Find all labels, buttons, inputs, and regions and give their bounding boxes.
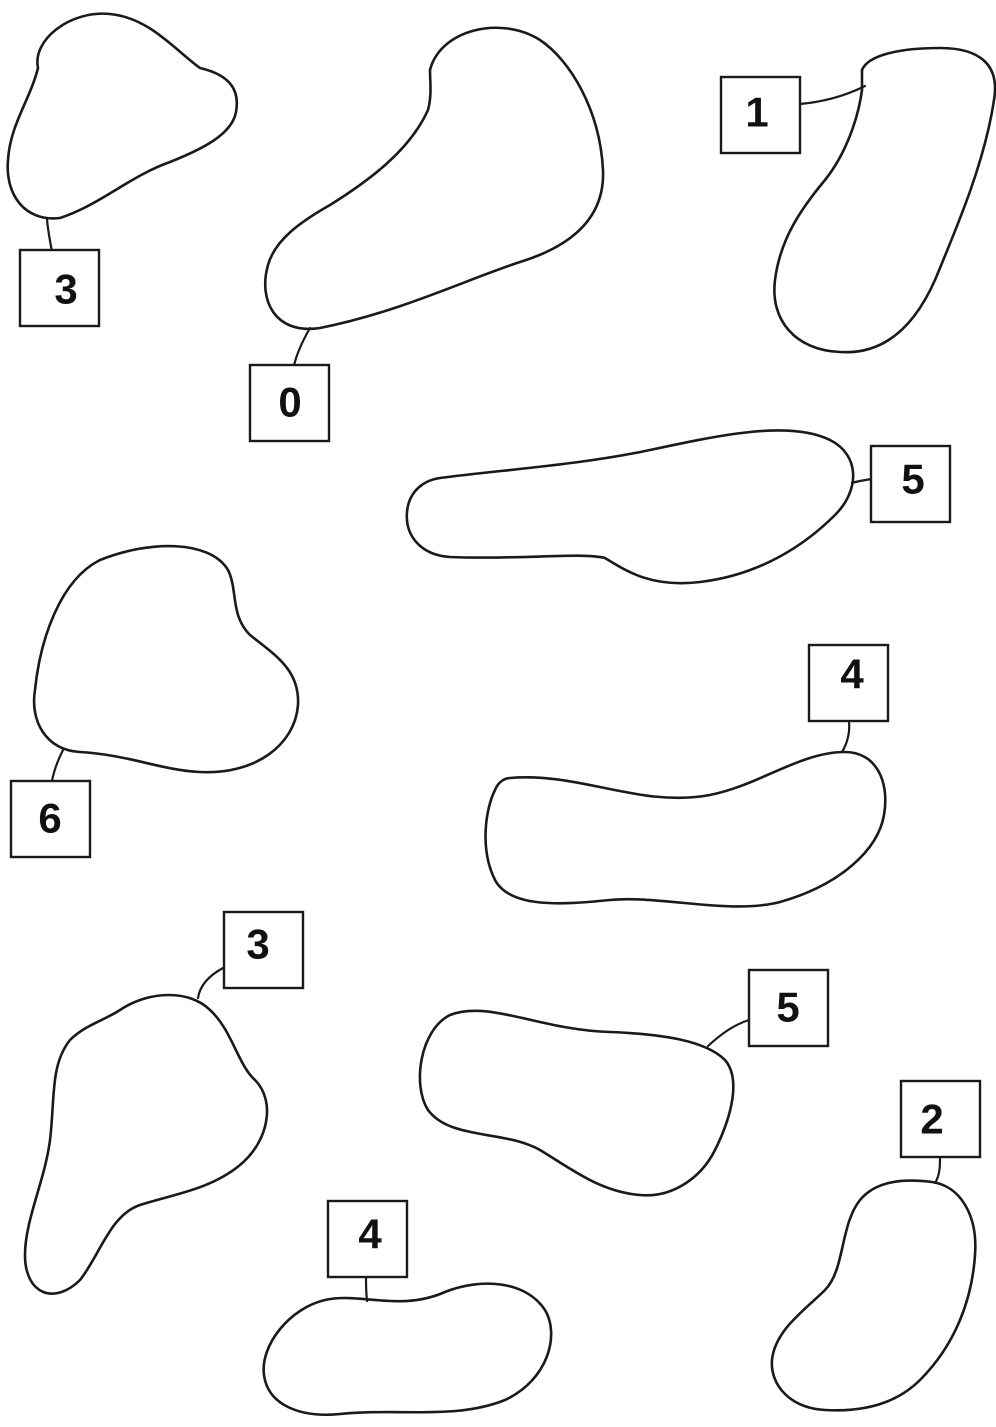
leader-line xyxy=(708,1020,749,1046)
blob-lower-center: 5 xyxy=(420,970,828,1195)
leader-line xyxy=(935,1157,940,1183)
blob-outline xyxy=(407,430,853,583)
leader-line xyxy=(842,721,849,752)
label-number: 4 xyxy=(840,651,864,698)
blob-top-right: 1 xyxy=(721,48,995,352)
label-number: 3 xyxy=(54,266,77,313)
label-number: 0 xyxy=(278,379,301,426)
blob-outline xyxy=(25,995,267,1294)
label-number: 5 xyxy=(901,456,924,503)
blob-outline xyxy=(264,1284,552,1415)
leader-line xyxy=(366,1277,367,1301)
leader-line xyxy=(52,750,63,781)
blob-outline xyxy=(774,48,995,352)
blob-outline xyxy=(772,1181,975,1411)
blob-lower-left: 3 xyxy=(25,912,303,1294)
blob-outline xyxy=(420,1011,733,1196)
leader-line xyxy=(852,479,872,483)
label-number: 4 xyxy=(358,1211,382,1258)
label-number: 2 xyxy=(920,1096,943,1143)
blob-mid-long: 5 xyxy=(407,430,950,583)
leader-line xyxy=(800,86,865,104)
label-number: 6 xyxy=(38,795,61,842)
label-number: 1 xyxy=(745,89,768,136)
blob-mid-right: 4 xyxy=(486,645,888,906)
leader-line xyxy=(198,968,223,998)
blob-mid-left: 6 xyxy=(11,546,298,857)
blob-bottom-center: 4 xyxy=(264,1201,552,1415)
blob-outline xyxy=(34,546,298,772)
label-number: 3 xyxy=(246,921,269,968)
leader-line xyxy=(294,328,310,366)
blob-outline xyxy=(265,28,603,329)
blob-top-left: 3 xyxy=(8,14,237,326)
blob-lower-right: 2 xyxy=(772,1081,980,1410)
blob-outline xyxy=(8,14,237,219)
leader-line xyxy=(47,219,52,252)
blob-outline xyxy=(486,752,886,906)
label-number: 5 xyxy=(776,984,799,1031)
blob-top-center: 0 xyxy=(250,28,603,441)
